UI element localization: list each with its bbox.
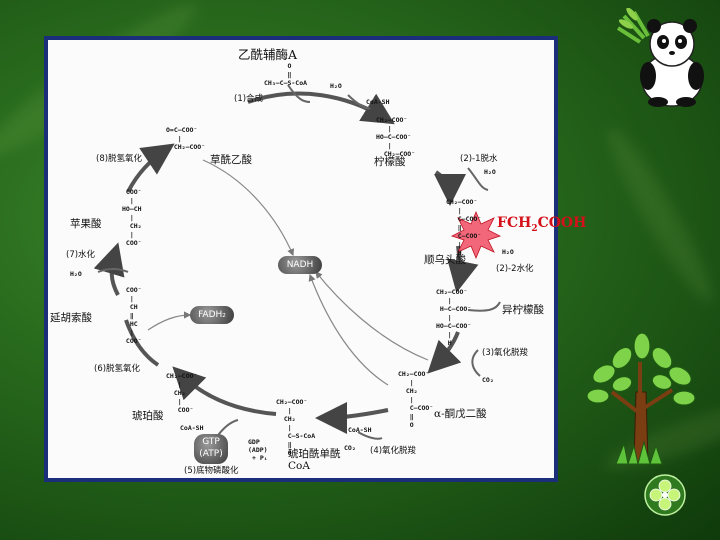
citrate-label: 柠檬酸 bbox=[374, 156, 406, 168]
step-6-label: (6)脱氢氧化 bbox=[94, 364, 141, 374]
step-3-label: (3)氧化脱羧 bbox=[482, 348, 529, 358]
tca-cycle-diagram: 乙酰辅酶A O ‖ CH₃—C—S-CoA (1)合成 H₂O CoA-SH O… bbox=[44, 36, 558, 482]
succinyl-coa-structure: CH₂—COO⁻ | CH₂ | C—S-CoA ‖ O bbox=[276, 398, 316, 457]
fumarate-structure: COO⁻ | CH ‖ HC | COO⁻ bbox=[125, 286, 142, 345]
nadh-bubble: NADH bbox=[278, 256, 322, 274]
alpha-ketoglutarate-structure: CH₂—COO⁻ | CH₂ | C—COO⁻ ‖ O bbox=[398, 370, 434, 429]
inhibitor-label: FCH2COOH bbox=[497, 215, 587, 234]
fumarate-label: 延胡索酸 bbox=[50, 312, 92, 324]
coash-3: CoA-SH bbox=[180, 424, 204, 432]
tree-icon bbox=[586, 332, 696, 466]
step-1-label: (1)合成 bbox=[234, 94, 264, 104]
citrate-structure: CH₂—COO⁻ | HO—C—COO⁻ | CH₂—COO⁻ bbox=[376, 116, 416, 158]
cis-aconitate-structure: CH₂—COO⁻ | C—COO⁻ ‖ C—COO⁻ | H bbox=[446, 198, 482, 257]
isocitrate-structure: CH₂—COO⁻ | H—C—COO⁻ | HO—C—COO⁻ | H bbox=[436, 288, 472, 347]
gtp-label: GTP bbox=[202, 437, 220, 447]
coash-2: CoA-SH bbox=[348, 426, 372, 434]
panda-icon bbox=[616, 8, 704, 107]
co2-1: CO₂ bbox=[482, 376, 494, 384]
h2o-3: H₂O bbox=[502, 248, 514, 256]
fadh2-bubble: FADH₂ bbox=[190, 306, 234, 324]
co2-2: CO₂ bbox=[344, 444, 356, 452]
step-2-label: (2)-1脱水 bbox=[460, 154, 498, 164]
step-4-label: (4)氧化脱羧 bbox=[370, 446, 417, 456]
step-5-label: (5)底物磷酸化 bbox=[184, 466, 239, 476]
h2o-4: H₂O bbox=[70, 270, 82, 278]
atp-label: (ATP) bbox=[199, 449, 223, 459]
h2o-2: H₂O bbox=[484, 168, 496, 176]
oxaloacetate-structure: O=C—COO⁻ | CH₂—COO⁻ bbox=[166, 126, 206, 151]
diagram-title: 乙酰辅酶A bbox=[238, 47, 298, 62]
succinate-structure: CH₂—COO⁻ | CH₂ | COO⁻ bbox=[166, 372, 198, 414]
h2o-1: H₂O bbox=[330, 82, 342, 90]
step-2b-label: (2)-2水化 bbox=[496, 264, 534, 274]
isocitrate-label: 异柠檬酸 bbox=[502, 304, 544, 316]
step-8-label: (8)脱氢氧化 bbox=[96, 154, 143, 164]
step-7-label: (7)水化 bbox=[66, 250, 96, 260]
pi: + Pᵢ bbox=[252, 454, 268, 462]
malate-structure: COO⁻ | HO—CH | CH₂ | COO⁻ bbox=[122, 188, 142, 247]
clover-icon bbox=[644, 474, 686, 516]
nadh-label: NADH bbox=[286, 260, 314, 270]
cycle-arrows bbox=[93, 84, 502, 440]
acetyl-coa-formula: CH₃—C—S-CoA bbox=[264, 79, 308, 87]
coash-1: CoA-SH bbox=[366, 98, 390, 106]
gdp: GDP bbox=[248, 438, 260, 446]
fadh2-label: FADH₂ bbox=[198, 310, 226, 320]
malate-label: 苹果酸 bbox=[70, 218, 102, 230]
alpha-ketoglutarate-label: α-酮戊二酸 bbox=[434, 408, 487, 420]
succinate-label: 琥珀酸 bbox=[132, 410, 164, 422]
adp: (ADP) bbox=[248, 446, 268, 454]
cis-aconitate-label: 顺乌头酸 bbox=[424, 254, 466, 266]
oxaloacetate-label: 草酰乙酸 bbox=[210, 154, 252, 166]
acetyl-coa-structure: O ‖ CH₃—C—S-CoA bbox=[264, 62, 308, 87]
succinyl-coa-label: 琥珀酰单酰CoA bbox=[288, 448, 341, 472]
gtp-bubble: GTP (ATP) bbox=[194, 434, 228, 464]
